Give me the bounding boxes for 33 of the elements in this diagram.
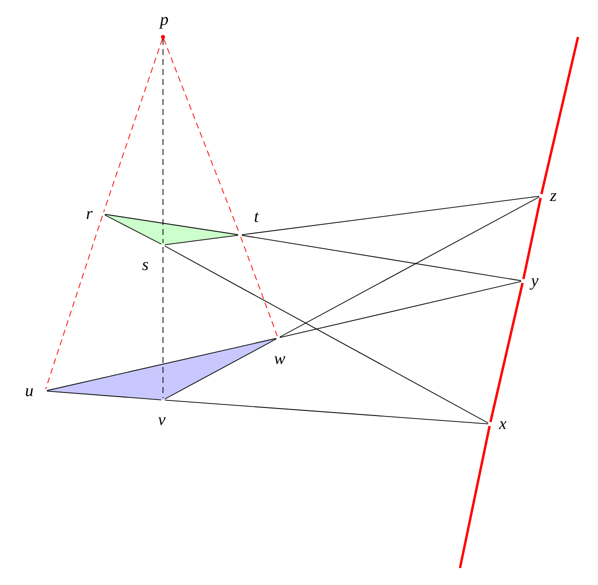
- line-segment: [540, 36, 580, 194]
- line-segment: [163, 38, 240, 234]
- line-segment: [103, 38, 163, 212]
- line-segment: [164, 400, 488, 424]
- line-segment: [489, 282, 524, 422]
- line-segment: [162, 246, 164, 398]
- point-label: s: [142, 256, 149, 273]
- point-label: p: [160, 11, 168, 28]
- line-segment: [240, 236, 278, 337]
- point-label: x: [499, 415, 507, 432]
- line-segment: [242, 196, 540, 236]
- point-label: y: [531, 272, 539, 289]
- point-label: w: [274, 350, 286, 367]
- point-label: v: [158, 411, 166, 428]
- line-segment: [46, 338, 276, 391]
- line-segment: [164, 338, 277, 400]
- line-segment: [104, 214, 238, 236]
- line-segment: [45, 216, 103, 390]
- line-segment: [104, 214, 162, 244]
- line-segment: [280, 281, 522, 338]
- line-segment: [242, 234, 522, 282]
- point-dot: [161, 35, 165, 39]
- line-segment: [164, 246, 489, 424]
- line-segment: [458, 426, 491, 568]
- line-segment: [46, 390, 162, 400]
- line-segment: [279, 196, 540, 338]
- point-label: t: [254, 208, 259, 225]
- point-label: r: [86, 205, 93, 222]
- line-segment: [522, 198, 542, 280]
- point-label: z: [550, 187, 557, 204]
- line-segment: [164, 234, 238, 246]
- line-segment: [162, 38, 164, 244]
- point-label: u: [25, 382, 34, 399]
